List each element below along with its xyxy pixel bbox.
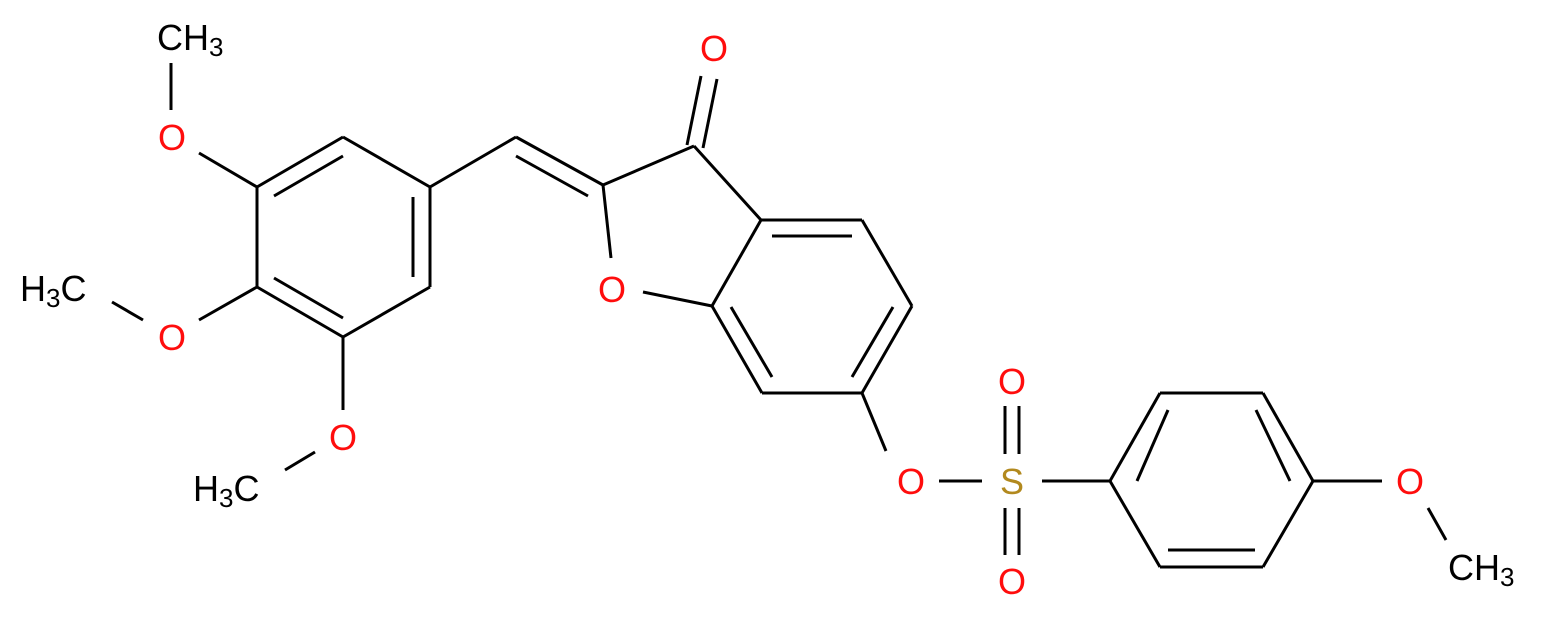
methoxyphenyl-ring <box>1108 391 1448 569</box>
methylidene-bridge <box>429 135 604 198</box>
trimethoxyphenyl-ring <box>255 135 432 339</box>
o-sulfonyl-top-label: O <box>998 361 1026 402</box>
atom-labels: CH3 O H3C O H3C O O O O S O O O CH3 <box>20 17 1514 602</box>
s-sulfonyl-label: S <box>1000 461 1024 502</box>
ch3-right-label: CH3 <box>1448 547 1514 592</box>
ch3-top-label: CH3 <box>157 17 223 62</box>
o-methoxy-bottom-label: O <box>329 417 357 458</box>
o-methoxy-mid-label: O <box>158 317 186 358</box>
h3c-bottom-label: H3C <box>193 468 259 513</box>
o-methoxy-top-label: O <box>158 117 186 158</box>
benzofuran-benzene-ring <box>710 218 914 395</box>
o-ester-label: O <box>897 461 925 502</box>
sulfonate-ester-bonds <box>860 392 1110 555</box>
methoxy-bonds-left <box>111 63 345 472</box>
o-ketone-label: O <box>700 28 728 69</box>
o-sulfonyl-bottom-label: O <box>998 561 1026 602</box>
o-furan-label: O <box>598 269 626 310</box>
o-methoxy-right-label: O <box>1396 461 1424 502</box>
h3c-mid-label: H3C <box>20 268 86 313</box>
benzofuranone-ring <box>601 75 763 308</box>
